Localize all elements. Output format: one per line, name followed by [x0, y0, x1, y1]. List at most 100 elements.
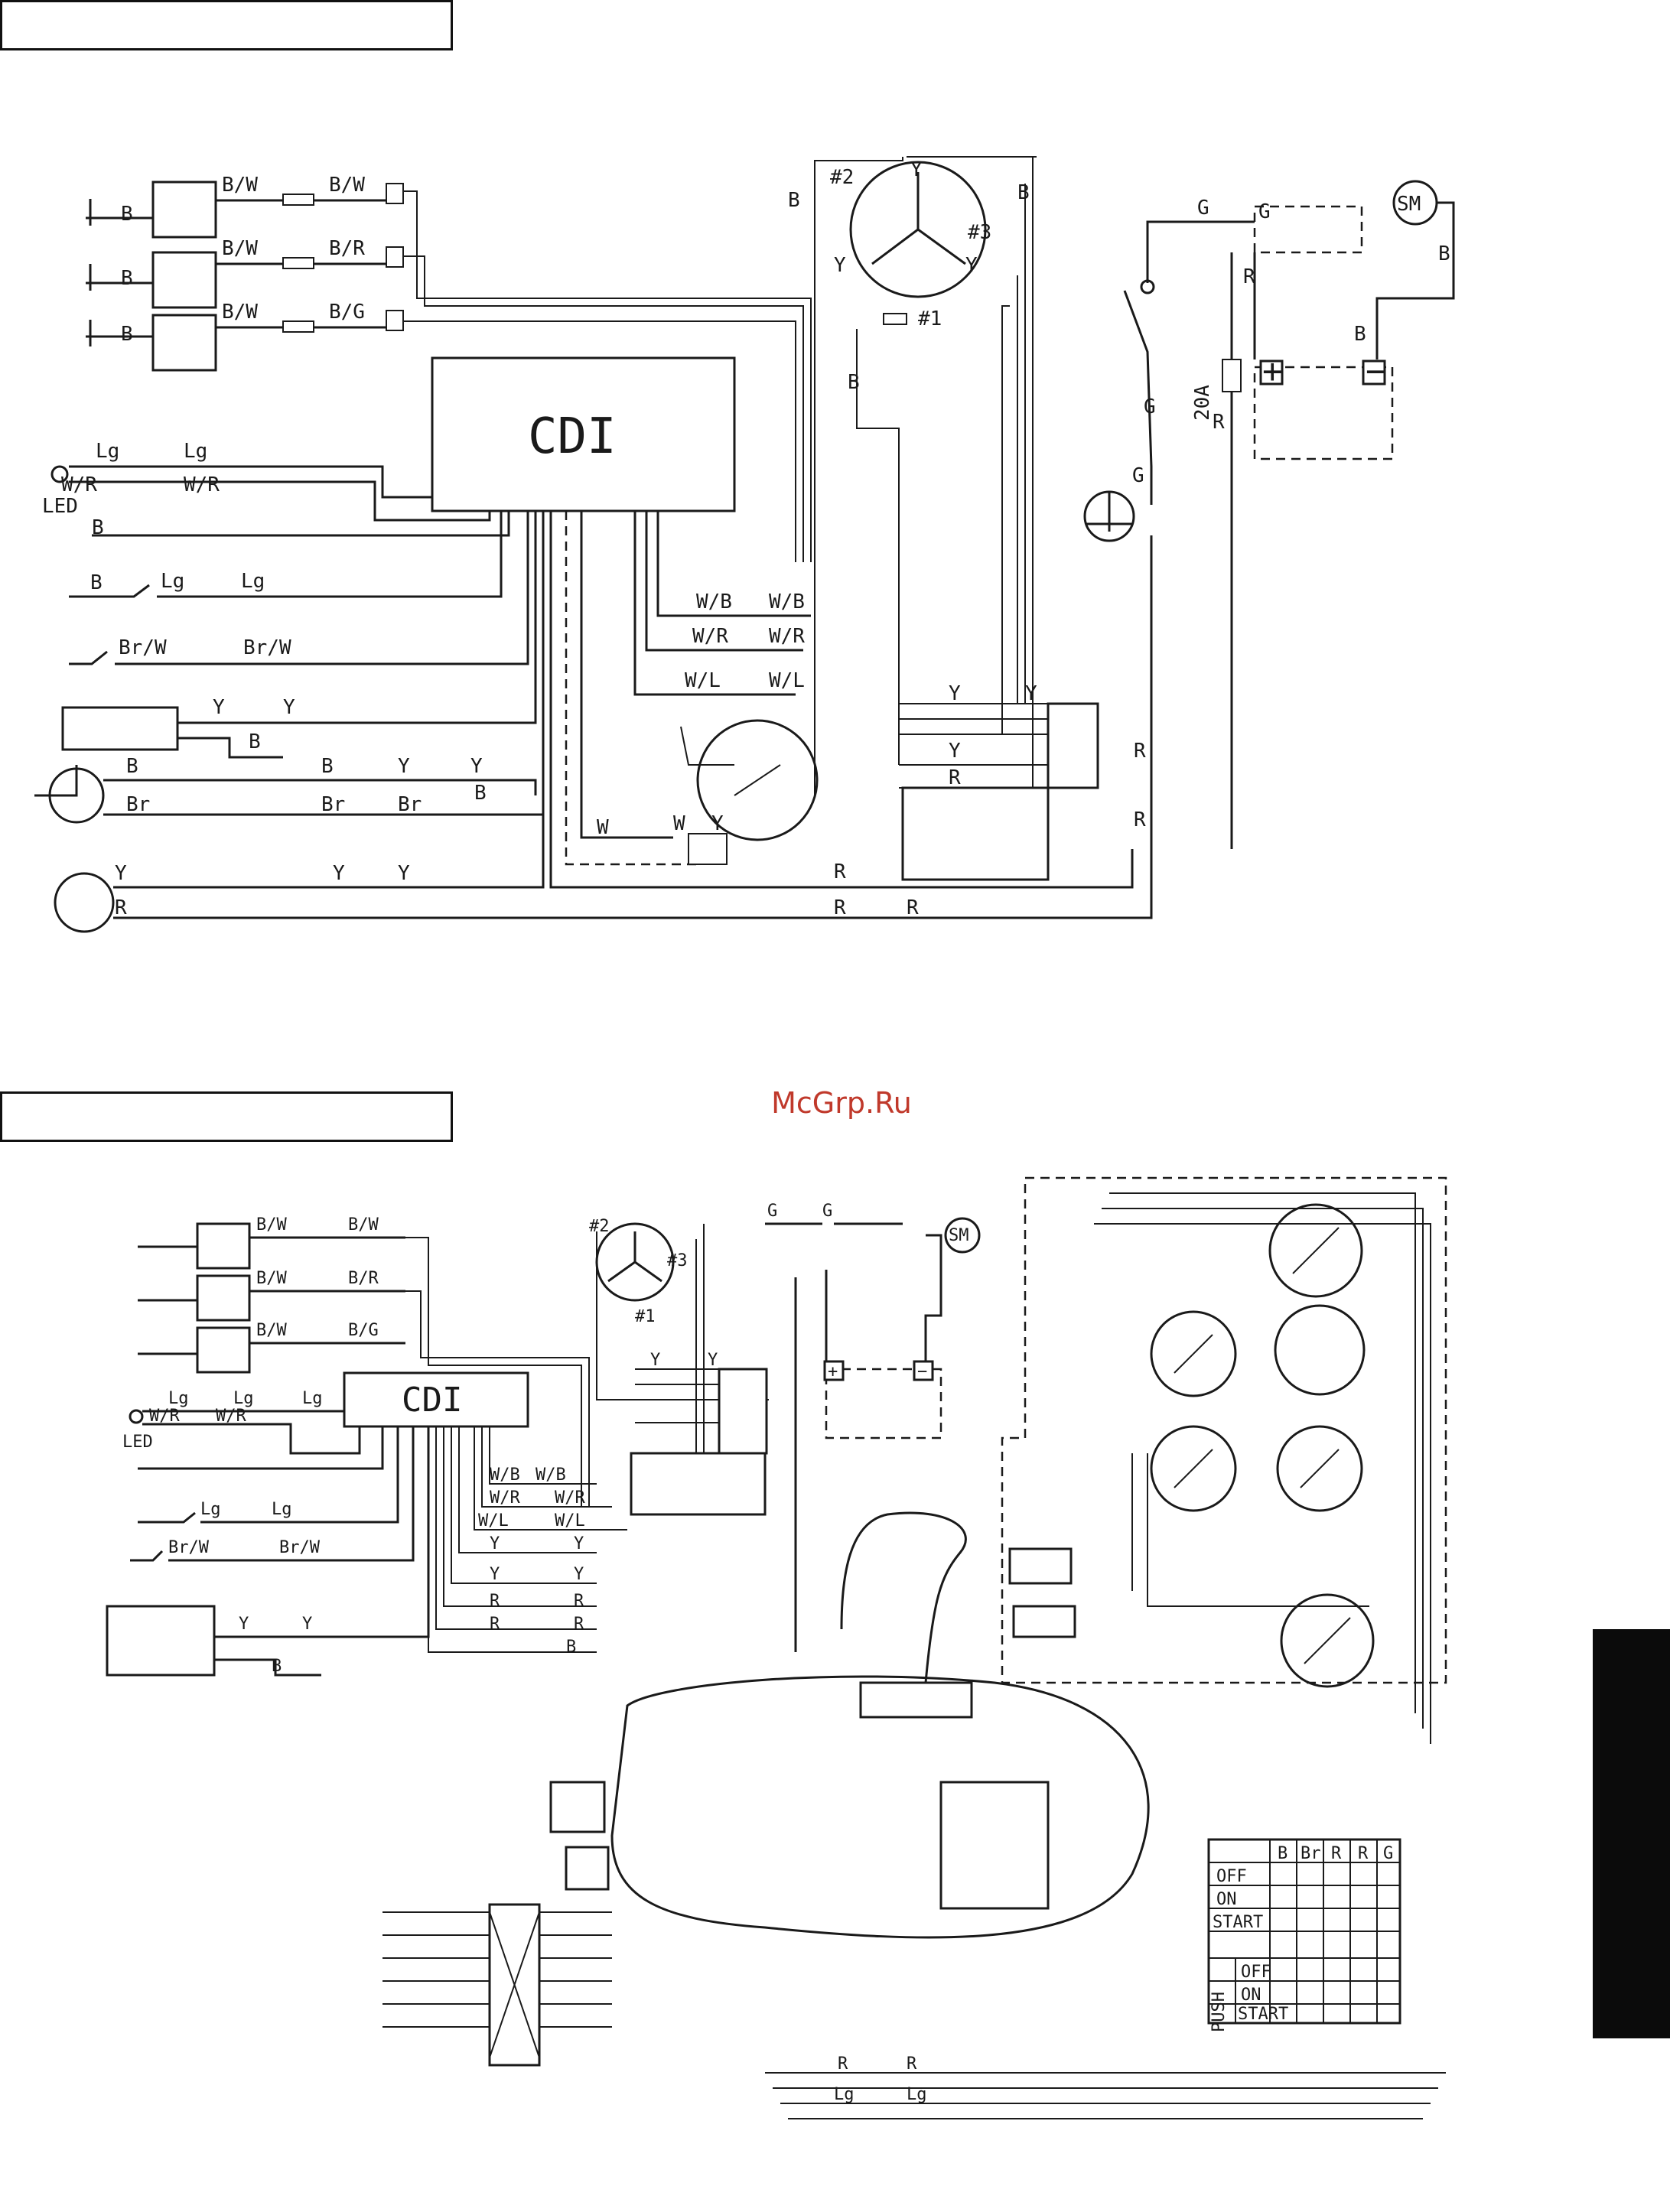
fuse-label: 20A: [1191, 385, 1214, 421]
svg-text:W/L: W/L: [555, 1511, 585, 1531]
svg-text:Lg: Lg: [272, 1500, 292, 1519]
svg-text:Lg: Lg: [161, 570, 184, 593]
svg-text:Y: Y: [333, 862, 345, 885]
push-label: PUSH: [1209, 1992, 1229, 2032]
svg-text:B/W: B/W: [256, 1215, 287, 1234]
svg-text:START: START: [1213, 1913, 1263, 1932]
svg-text:B: B: [788, 189, 800, 212]
svg-text:B: B: [92, 516, 104, 539]
svg-text:Y: Y: [574, 1565, 584, 1584]
svg-text:W/R: W/R: [769, 625, 805, 648]
svg-text:Y: Y: [949, 740, 961, 763]
svg-text:B: B: [1438, 242, 1450, 265]
svg-text:W/R: W/R: [149, 1407, 180, 1426]
coil-3-label: #3: [968, 221, 991, 244]
svg-text:Lg: Lg: [834, 2085, 855, 2104]
svg-text:ON: ON: [1241, 1986, 1261, 2005]
svg-text:G: G: [1258, 200, 1271, 223]
wiring-diagram-1: B B B B/W B/W B/W B/R B/W B/G CDI #2 #3 …: [34, 156, 1455, 933]
label-b-coil3: B: [121, 323, 133, 346]
gauge-b: [1150, 1310, 1237, 1397]
svg-text:Lg: Lg: [184, 440, 207, 463]
svg-text:W/R: W/R: [555, 1488, 585, 1508]
cdi-label-2: CDI: [402, 1381, 462, 1420]
svg-text:Br/W: Br/W: [279, 1538, 321, 1557]
svg-text:ON: ON: [1216, 1890, 1237, 1909]
label-b-coil1: B: [121, 203, 133, 226]
svg-text:R: R: [838, 2054, 848, 2074]
led-indicator: [50, 465, 69, 483]
battery-plus: +: [1262, 352, 1283, 391]
svg-text:W: W: [673, 812, 685, 835]
gauge-a: [1268, 1203, 1363, 1298]
svg-text:W/B: W/B: [536, 1465, 566, 1485]
cdi-unit: [431, 356, 736, 512]
starter-label-2: SM: [949, 1226, 969, 1245]
lower-harness-loop: [610, 1675, 1150, 1939]
svg-text:G: G: [822, 1202, 832, 1221]
svg-text:G: G: [767, 1202, 777, 1221]
label-bw-2a: B/W: [222, 237, 258, 260]
svg-text:Y: Y: [398, 862, 410, 885]
svg-text:R: R: [1134, 740, 1146, 763]
svg-text:B: B: [566, 1638, 576, 1657]
section-tab: [1593, 1629, 1670, 2038]
gauge-1: [696, 719, 819, 841]
svg-text:W/B: W/B: [769, 590, 805, 613]
svg-text:R: R: [574, 1615, 584, 1634]
svg-text:LED: LED: [122, 1433, 153, 1452]
svg-text:Y: Y: [965, 254, 978, 277]
svg-text:B/G: B/G: [348, 1321, 379, 1340]
svg-text:B: B: [1354, 323, 1366, 346]
svg-text:Y: Y: [302, 1615, 312, 1634]
led-label: LED: [42, 495, 78, 518]
svg-text:Lg: Lg: [168, 1389, 189, 1408]
svg-text:R: R: [1213, 411, 1225, 434]
svg-text:G: G: [1144, 395, 1156, 418]
svg-text:#2: #2: [589, 1217, 610, 1236]
svg-text:Y: Y: [708, 1351, 718, 1370]
svg-text:R: R: [490, 1592, 500, 1611]
svg-text:START: START: [1238, 2005, 1288, 2024]
svg-text:Br/W: Br/W: [119, 636, 167, 659]
svg-text:Y: Y: [834, 254, 846, 277]
svg-text:#1: #1: [635, 1307, 656, 1326]
svg-text:Y: Y: [470, 755, 483, 778]
label-bw-3a: B/W: [222, 301, 258, 324]
svg-text:W/L: W/L: [478, 1511, 509, 1531]
svg-text:+: +: [828, 1362, 838, 1381]
label-b-coil2: B: [121, 267, 133, 290]
svg-text:Lg: Lg: [302, 1389, 323, 1408]
svg-text:R: R: [949, 766, 961, 789]
battery-minus: −: [1366, 352, 1386, 391]
svg-text:B: B: [90, 571, 103, 594]
diagram2-title-box: [0, 1091, 453, 1142]
regulator-box: [1047, 702, 1099, 789]
fuse-20a: [1222, 359, 1242, 392]
svg-text:B: B: [126, 755, 138, 778]
svg-text:B/W: B/W: [348, 1215, 379, 1234]
speed-sensor: [54, 872, 115, 933]
svg-text:Br: Br: [126, 793, 150, 816]
svg-text:W/L: W/L: [769, 669, 805, 692]
svg-text:Lg: Lg: [233, 1389, 254, 1408]
label-bg-3b: B/G: [329, 301, 365, 324]
sensor-box: [61, 706, 179, 751]
cdi-label: CDI: [528, 408, 617, 465]
svg-text:G: G: [1383, 1844, 1393, 1863]
watermark: McGrp.Ru: [771, 1086, 912, 1120]
svg-text:W: W: [597, 816, 609, 839]
svg-text:Y: Y: [910, 158, 923, 181]
svg-text:Y: Y: [115, 862, 127, 885]
gauge-d: [1150, 1425, 1237, 1512]
svg-text:W/R: W/R: [692, 625, 728, 648]
svg-text:W/R: W/R: [490, 1488, 520, 1508]
ignition-coil-boxes: [86, 181, 217, 372]
coil-1-label: #1: [918, 307, 942, 330]
gauge-c: [1274, 1304, 1366, 1396]
svg-text:R: R: [834, 860, 846, 883]
svg-text:R: R: [907, 896, 919, 919]
svg-text:Y: Y: [711, 812, 724, 835]
coil-2-label: #2: [830, 166, 854, 189]
